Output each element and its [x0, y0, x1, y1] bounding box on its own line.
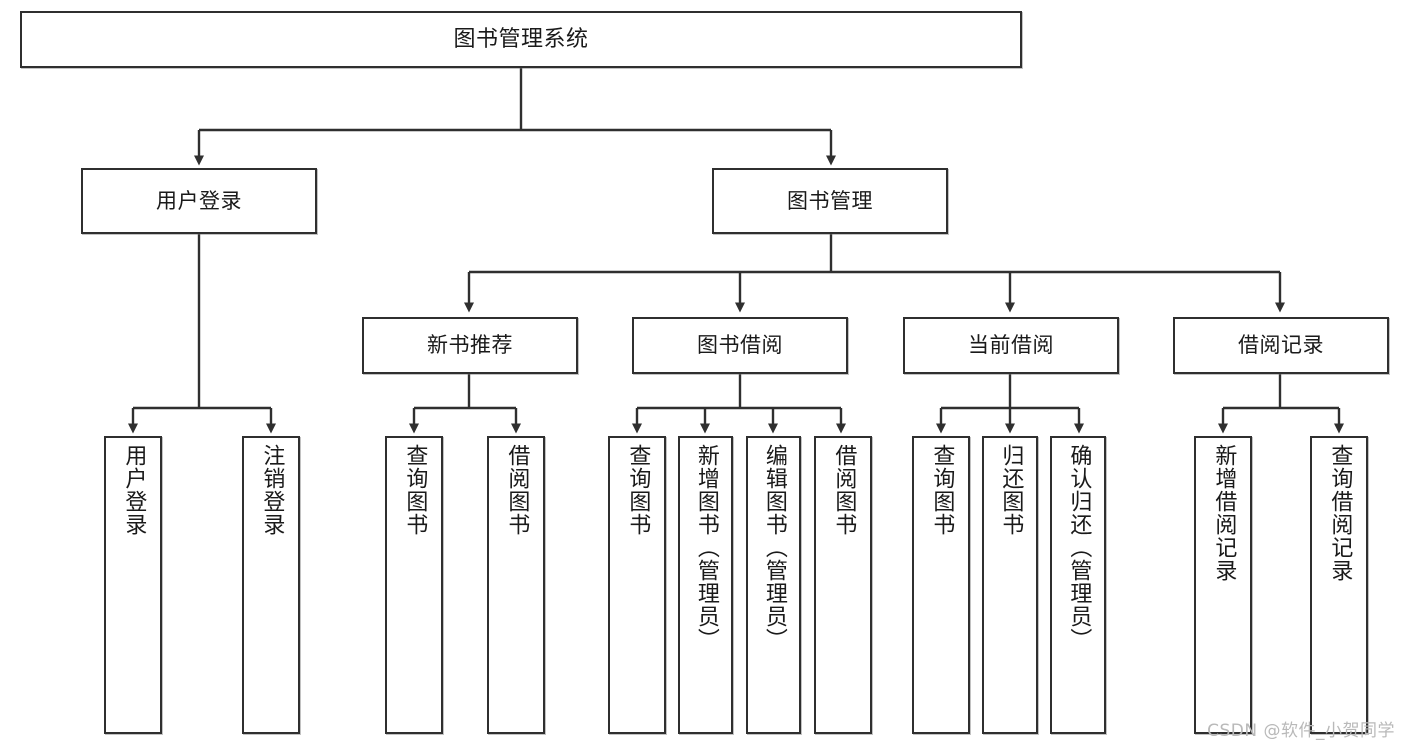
node-label: 编辑图书（管理员）	[761, 444, 787, 651]
node-label: 新增图书（管理员）	[693, 444, 719, 651]
leaf-borrow-record-query-record[interactable]: 查询借阅记录	[1310, 436, 1368, 734]
leaf-user-login-logout[interactable]: 注销登录	[242, 436, 300, 734]
node-label: 借阅图书	[831, 444, 857, 536]
leaf-book-borrow-edit-book-admin[interactable]: 编辑图书（管理员）	[746, 436, 801, 734]
leaf-new-book-borrow-book[interactable]: 借阅图书	[487, 436, 545, 734]
node-label: 用户登录	[121, 444, 147, 536]
leaf-borrow-record-add-record[interactable]: 新增借阅记录	[1194, 436, 1252, 734]
leaf-current-borrow-return-book[interactable]: 归还图书	[982, 436, 1038, 734]
node-label: 查询图书	[402, 444, 428, 536]
node-label: 新增借阅记录	[1211, 444, 1237, 582]
node-label: 归还图书	[998, 444, 1024, 536]
leaf-current-borrow-confirm-return-admin[interactable]: 确认归还（管理员）	[1050, 436, 1106, 734]
node-label: 新书推荐	[427, 333, 513, 358]
node-root-system[interactable]: 图书管理系统	[20, 11, 1022, 68]
leaf-user-login-login[interactable]: 用户登录	[104, 436, 162, 734]
node-borrow-record[interactable]: 借阅记录	[1173, 317, 1389, 374]
leaf-book-borrow-add-book-admin[interactable]: 新增图书（管理员）	[678, 436, 733, 734]
csdn-watermark: CSDN @软件_小贺同学	[1207, 721, 1395, 741]
node-label: 图书管理	[787, 188, 873, 213]
node-book-management[interactable]: 图书管理	[712, 168, 948, 234]
node-label: 图书管理系统	[453, 26, 589, 52]
node-user-login[interactable]: 用户登录	[81, 168, 317, 234]
node-label: 确认归还（管理员）	[1066, 444, 1092, 651]
leaf-new-book-query-book[interactable]: 查询图书	[385, 436, 443, 734]
node-book-borrow[interactable]: 图书借阅	[632, 317, 848, 374]
node-label: 图书借阅	[697, 333, 783, 358]
node-current-borrow[interactable]: 当前借阅	[903, 317, 1119, 374]
node-label: 借阅记录	[1238, 333, 1324, 358]
node-label: 当前借阅	[968, 333, 1054, 358]
leaf-current-borrow-query-book[interactable]: 查询图书	[912, 436, 970, 734]
node-label: 查询图书	[929, 444, 955, 536]
node-label: 借阅图书	[504, 444, 530, 536]
node-label: 查询图书	[625, 444, 651, 536]
node-label: 注销登录	[259, 444, 285, 536]
leaf-book-borrow-query-book[interactable]: 查询图书	[608, 436, 666, 734]
node-label: 用户登录	[156, 188, 242, 213]
leaf-book-borrow-borrow-book[interactable]: 借阅图书	[814, 436, 872, 734]
node-new-book-recommend[interactable]: 新书推荐	[362, 317, 578, 374]
node-label: 查询借阅记录	[1327, 444, 1353, 582]
